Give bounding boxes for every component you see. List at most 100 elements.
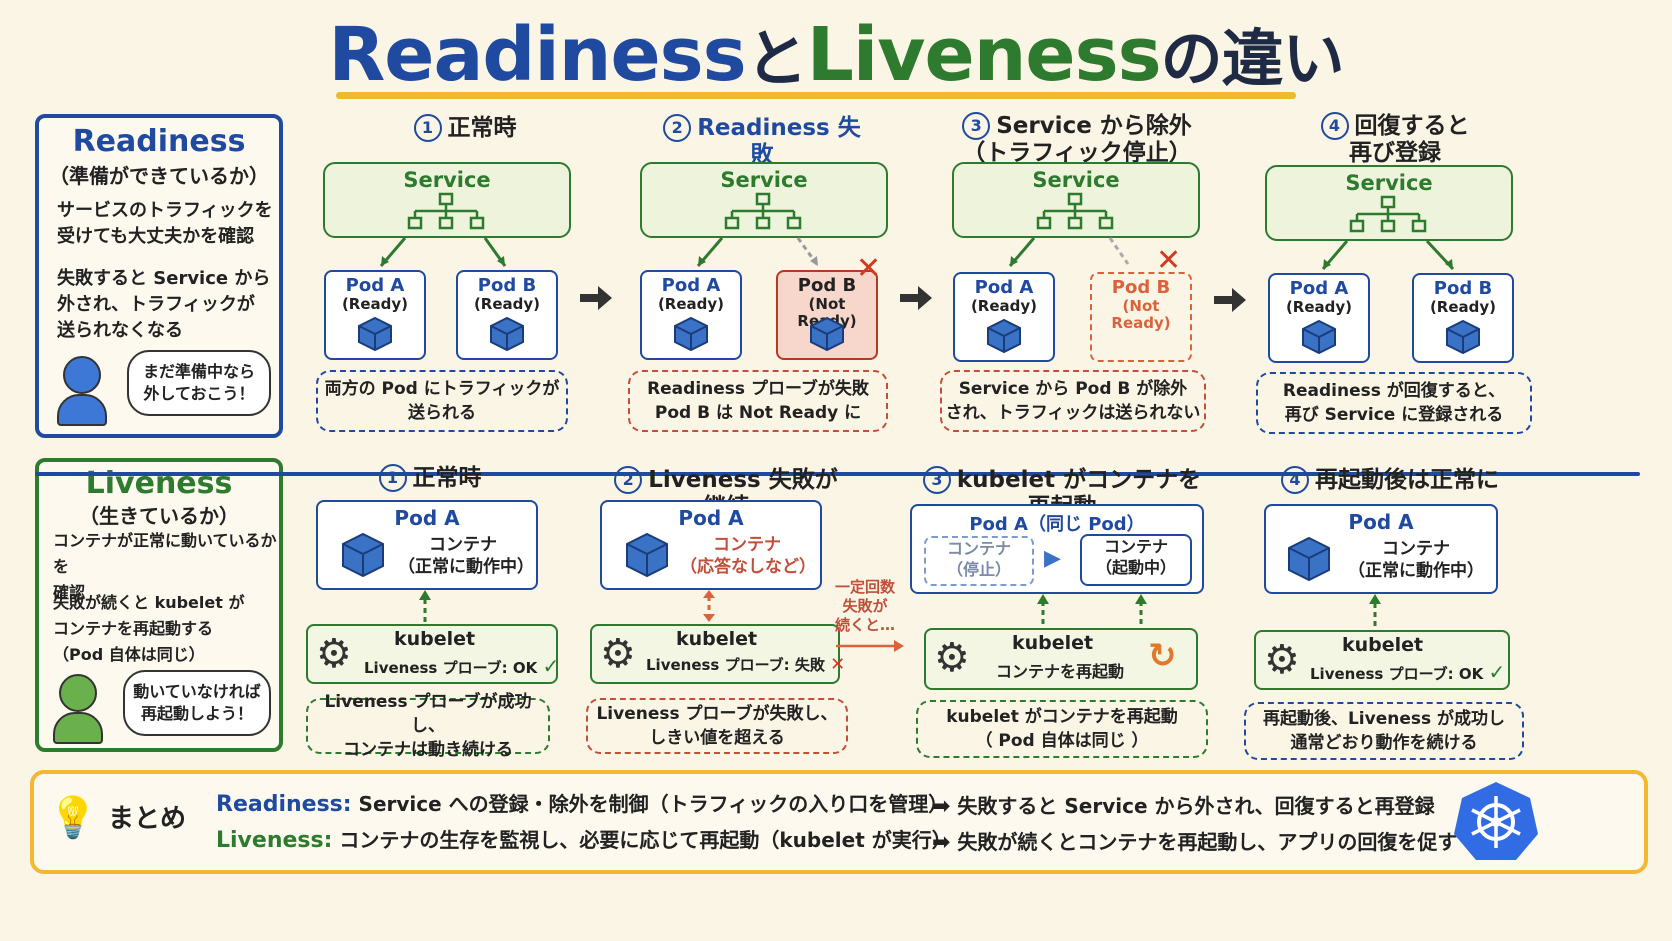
kubernetes-logo [1454,782,1538,860]
kubelet-label: kubelet [676,628,758,650]
kubelet-label: kubelet [1342,634,1424,656]
traffic-arrows [1321,239,1455,271]
pod-status: (Ready) [473,295,541,313]
pod-a: Pod A (Ready) [324,270,426,360]
pod-status: (Ready) [1429,298,1497,316]
cube-icon [1446,319,1480,355]
service-box: Service [1265,165,1513,241]
readiness-step4-note: Readiness が回復すると、 再び Service に登録される [1256,372,1532,434]
check-icon: ✓ [542,654,560,678]
summary-readiness-desc: Service への登録・除外を制御（トラフィックの入り口を管理） [358,792,949,816]
check-icon: ✓ [1488,660,1506,684]
pod-status: (Ready) [1285,298,1353,316]
pod-a: Pod A (Ready) [640,270,742,360]
service-label: Service [1032,168,1120,192]
kubelet-box: ⚙ kubelet Liveness プローブ: OK ✓ [1254,630,1510,690]
probe-status: Liveness プローブ: OK ✓ [364,654,559,678]
pod-name: Pod B [477,275,537,296]
container-stopped: コンテナ （停止） [924,536,1034,586]
summary-liveness-result-text: 失敗が続くとコンテナを再起動し、アプリの回復を促す [957,830,1458,854]
traffic-arrows [1008,237,1130,267]
gear-icon: ⚙ [600,631,636,677]
probe-label: Liveness プローブ: OK [1310,665,1484,683]
summary-liveness-key: Liveness: [216,828,333,853]
pod-status: (Ready) [970,297,1038,315]
pod-b: Pod B (Ready) [1412,273,1514,363]
readiness-panel-desc2: 失敗すると Service から 外され、トラフィックが 送られなくなる [57,268,271,341]
probe-label: コンテナを再起動 [996,662,1125,681]
pod-name: Pod A [394,506,460,530]
readiness-step1-note: 両方の Pod にトラフィックが 送られる [316,370,568,432]
liveness-step4-note: 再起動後、Liveness が成功し 通常どおり動作を続ける [1244,702,1524,760]
liveness-step3-note: kubelet がコンテナを再起動 （ Pod 自体は同じ ） [916,700,1208,758]
summary-liveness-result: ➡ 失敗が続くとコンテナを再起動し、アプリの回復を促す [932,826,1457,855]
liveness-pod: Pod A コンテナ （正常に動作中） [1264,504,1498,594]
title-liveness: Liveness [806,12,1162,98]
next-step-arrow [580,286,612,310]
step-number: 4 [1281,466,1309,494]
step-number: 1 [413,114,442,142]
pod-b-removed: Pod B (Not Ready) [1090,272,1192,362]
pod-name: Pod A [661,275,721,296]
liveness-pod: Pod A（同じ Pod） コンテナ （停止） ▶ コンテナ （起動中） [910,504,1204,594]
liveness-panel: Liveness （生きているか） コンテナが正常に動いているかを 確認 失敗が… [35,458,283,752]
summary-heading: まとめ [108,804,187,834]
pod-a: Pod A (Ready) [953,272,1055,362]
step-number: 3 [962,112,991,140]
kubelet-label: kubelet [1012,632,1094,654]
cube-icon [1288,536,1330,582]
step-number: 4 [1320,112,1349,140]
readiness-speech-bubble: まだ準備中なら 外しておこう！ [127,350,271,416]
cube-icon [810,316,844,352]
probe-status: Liveness プローブ: OK ✓ [1310,660,1505,684]
probe-arrow [1037,594,1049,624]
network-icon [724,192,802,230]
summary-readiness-key: Readiness: [216,792,352,817]
kubelet-box: ⚙ kubelet コンテナを再起動 ↻ [924,628,1198,690]
pod-name: Pod B [797,275,857,296]
probe-arrow [419,590,431,622]
readiness-panel-title: Readiness [72,124,246,159]
pod-name: Pod A [1289,278,1349,299]
pod-name: Pod B [1111,277,1171,298]
gear-icon: ⚙ [1264,637,1300,683]
liveness-panel-subtitle: （生きているか） [79,504,239,528]
cross-icon: ✕ [856,251,882,286]
summary-readiness-line: Readiness: Service への登録・除外を制御（トラフィックの入り口… [216,788,948,817]
liveness-step1-note: Liveness プローブが成功し、 コンテナは動き続ける [306,692,550,760]
next-step-arrow [900,286,932,310]
readiness-panel-desc1: サービスのトラフィックを 受けても大丈夫かを確認 [57,200,273,247]
pod-b-not-ready: Pod B (Not Ready) [776,270,878,360]
gear-icon: ⚙ [316,631,352,677]
container-status: コンテナ （正常に動作中） [398,535,534,577]
restart-icon: ↻ [1148,636,1177,676]
liveness-pod: Pod A コンテナ （正常に動作中） [316,500,538,590]
title-to: と [745,22,808,95]
pod-name: Pod A [1348,510,1414,534]
step-number: 3 [922,466,951,494]
liveness-panel-desc2: 失敗が続くと kubelet が コンテナを再起動する （Pod 自体は同じ） [53,593,245,664]
network-icon [1349,195,1427,233]
step-title-text: 再起動後は正常に [1315,467,1499,493]
pod-a: Pod A (Ready) [1268,273,1370,363]
readiness-step2-note: Readiness プローブが失敗 Pod B は Not Ready に [628,370,888,432]
person-body [53,712,103,744]
kubelet-label: kubelet [394,628,476,650]
pod-name: Pod B [1433,278,1493,299]
person-body [57,394,107,426]
probe-arrow [703,590,715,622]
pod-name: Pod A [974,277,1034,298]
person-icon [59,674,97,712]
summary-liveness-desc: コンテナの生存を監視し、必要に応じて再起動（kubelet が実行） [339,828,952,852]
next-step-arrow [1214,288,1246,312]
container-status: コンテナ （応答なしなど） [680,535,816,577]
liveness-pod: Pod A コンテナ （応答なしなど） [600,500,822,590]
service-label: Service [720,168,808,192]
gear-icon: ⚙ [934,635,970,681]
person-icon [63,356,101,394]
arrow-right-icon: ➡ [932,794,951,819]
